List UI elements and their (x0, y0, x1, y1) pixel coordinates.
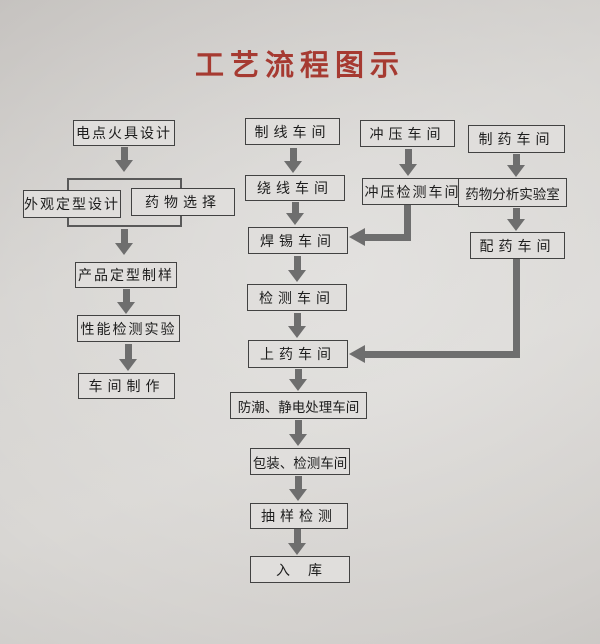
arrow-down-icon (288, 543, 306, 555)
arrow-analysis-to-dispensing (507, 208, 525, 231)
arrow-down-icon (399, 164, 417, 176)
node-soldering: 焊锡车间 (248, 227, 348, 254)
arrow-shaft (294, 420, 302, 435)
arrow-left-icon (349, 228, 365, 246)
arrow-wiremaking-to-winding (284, 148, 302, 173)
arrow-packaging-to-sampling (289, 476, 307, 501)
arrow-down-icon (284, 161, 302, 173)
node-ignition-design: 电点火具设计 (73, 120, 175, 146)
arrow-down-icon (507, 219, 525, 231)
arrow-shaft (294, 369, 302, 380)
arrow-shaft (289, 148, 297, 162)
arrow-shaft (293, 256, 301, 271)
arrow-down-icon (115, 243, 133, 255)
arrow-down-icon (507, 165, 525, 177)
arrow-group-to-product (115, 229, 133, 255)
arrow-down-icon (286, 213, 304, 225)
node-product-sample: 产品定型制样 (75, 262, 177, 288)
node-drug-loading: 上药车间 (248, 340, 348, 368)
arrow-down-icon (289, 434, 307, 446)
node-performance-test: 性能检测实验 (77, 315, 180, 342)
arrow-down-icon (289, 379, 307, 391)
node-wire-winding: 绕线车间 (245, 175, 345, 201)
node-drug-analysis: 药物分析实验室 (458, 178, 567, 207)
arrow-shaft (404, 149, 412, 165)
arrow-down-icon (288, 270, 306, 282)
arrow-sampling-to-warehouse (288, 529, 306, 555)
page-title: 工艺流程图示 (194, 50, 405, 82)
arrow-stamping-to-stampingtest (399, 149, 417, 176)
arrow-shaft (120, 229, 128, 244)
node-stamping: 冲压车间 (360, 120, 455, 147)
arrow-performance-to-workshop (119, 344, 137, 371)
arrow-shaft (122, 289, 130, 303)
elbow-stampingtest-vertical (404, 204, 411, 241)
elbow-dispensing-vertical (513, 258, 520, 358)
node-packaging-testing: 包装、检测车间 (250, 448, 350, 475)
node-sampling-test: 抽样检测 (250, 503, 348, 529)
arrow-testing-to-drugloading (288, 313, 306, 338)
arrow-shaft (293, 529, 301, 544)
arrow-down-icon (289, 489, 307, 501)
elbow-dispensing-horizontal (364, 351, 520, 358)
arrow-soldering-to-testing (288, 256, 306, 282)
node-pharma: 制药车间 (468, 125, 565, 153)
arrow-shaft (124, 344, 132, 360)
node-warehousing: 入 库 (250, 556, 350, 583)
arrow-shaft (291, 202, 299, 214)
node-stamping-test: 冲压检测车间 (362, 178, 463, 205)
node-drug-selection: 药物选择 (131, 188, 235, 216)
arrow-down-icon (119, 359, 137, 371)
arrow-down-icon (117, 302, 135, 314)
node-testing: 检测车间 (247, 284, 347, 311)
arrow-shaft (512, 154, 520, 166)
node-appearance-design: 外观定型设计 (23, 190, 121, 218)
node-drug-dispensing: 配药车间 (470, 232, 565, 259)
arrow-down-icon (115, 160, 133, 172)
node-wire-making: 制线车间 (245, 118, 340, 145)
node-moisture-static: 防潮、静电处理车间 (230, 392, 367, 419)
arrow-drugloading-to-moisture (289, 369, 307, 391)
arrow-left-icon (349, 345, 365, 363)
node-workshop-production: 车间制作 (78, 373, 175, 399)
arrow-pharma-to-analysis (507, 154, 525, 177)
arrow-shaft (512, 208, 520, 220)
arrow-shaft (293, 313, 301, 327)
arrow-moisture-to-packaging (289, 420, 307, 446)
arrow-winding-to-soldering (286, 202, 304, 225)
arrow-shaft (120, 147, 128, 161)
arrow-ignition-to-group (115, 147, 133, 172)
arrow-shaft (294, 476, 302, 490)
elbow-stampingtest-horizontal (364, 234, 411, 241)
arrow-product-to-performance (117, 289, 135, 314)
arrow-down-icon (288, 326, 306, 338)
